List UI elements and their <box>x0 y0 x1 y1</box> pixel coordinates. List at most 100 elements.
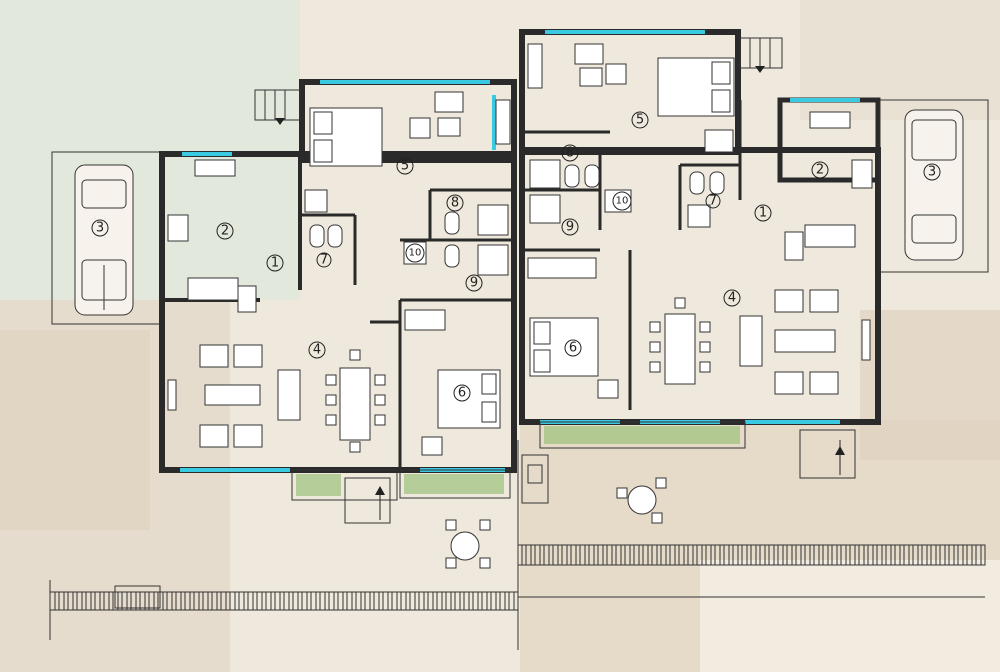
fence-post <box>818 544 824 566</box>
fence-post <box>908 544 914 566</box>
room-label-9-right: 9 <box>561 218 579 236</box>
fence-post <box>450 591 456 611</box>
fence-post <box>261 591 267 611</box>
fence-post <box>162 591 168 611</box>
fence-post <box>962 544 968 566</box>
room-label-1-left: 1 <box>266 254 284 272</box>
fence-post <box>225 591 231 611</box>
right-unit <box>519 29 989 524</box>
entry-stairs-icon <box>254 89 301 125</box>
fence-post <box>171 591 177 611</box>
toilet-icon <box>327 224 343 248</box>
room-label-8-left: 8 <box>446 194 464 212</box>
fence-post <box>396 591 402 611</box>
fence-post <box>360 591 366 611</box>
fence-post <box>342 591 348 611</box>
fence-post <box>764 544 770 566</box>
fence-post <box>252 591 258 611</box>
shower-icon <box>529 194 561 224</box>
fence-post <box>324 591 330 611</box>
dining-table-icon <box>325 349 386 453</box>
fence-post <box>216 591 222 611</box>
fence-post <box>710 544 716 566</box>
svg-text:4: 4 <box>728 291 736 306</box>
svg-text:2: 2 <box>816 163 824 178</box>
fence-post <box>477 591 483 611</box>
fence-post <box>108 591 114 611</box>
fence-post <box>369 591 375 611</box>
fence-post <box>387 591 393 611</box>
fence-post <box>207 591 213 611</box>
fence-post <box>126 591 132 611</box>
fence-post <box>782 544 788 566</box>
fence-post <box>746 544 752 566</box>
fence-post <box>521 544 527 566</box>
fence-post <box>917 544 923 566</box>
svg-text:10: 10 <box>409 248 422 259</box>
svg-text:5: 5 <box>636 113 644 128</box>
fence-post <box>926 544 932 566</box>
fence-post <box>755 544 761 566</box>
svg-text:6: 6 <box>569 341 577 356</box>
fence-post <box>539 544 545 566</box>
fence-post <box>530 544 536 566</box>
entry-stairs-icon <box>739 37 783 73</box>
svg-text:2: 2 <box>221 224 229 239</box>
fence-post <box>405 591 411 611</box>
fence-post <box>656 544 662 566</box>
room-labels: 1 2 3 4 5 6 7 8 9 10 1 2 3 4 5 6 7 8 9 1… <box>91 111 941 402</box>
fence-post <box>198 591 204 611</box>
sink-icon <box>304 189 328 213</box>
fence-post <box>674 544 680 566</box>
fence-post <box>180 591 186 611</box>
fence-post <box>99 591 105 611</box>
fence-posts <box>54 544 986 611</box>
fence-post <box>701 544 707 566</box>
fence-post <box>881 544 887 566</box>
fence-post <box>629 544 635 566</box>
fence-post <box>935 544 941 566</box>
stove-icon <box>851 159 873 189</box>
svg-text:10: 10 <box>616 196 629 207</box>
room-label-2-left: 2 <box>216 222 234 240</box>
bed-icon <box>309 107 383 167</box>
room-label-3-right: 3 <box>923 163 941 181</box>
sofa-set-icon <box>739 289 871 395</box>
fence-post <box>90 591 96 611</box>
fence-post <box>81 591 87 611</box>
fence-post <box>836 544 842 566</box>
svg-text:1: 1 <box>271 256 279 271</box>
room-label-5-left: 5 <box>396 157 414 175</box>
fence-post <box>890 544 896 566</box>
room-label-3-left: 3 <box>91 219 109 237</box>
fence-post <box>414 591 420 611</box>
svg-text:8: 8 <box>451 196 459 211</box>
fence-post <box>306 591 312 611</box>
sofa-set-icon <box>167 344 301 448</box>
outdoor-table-icon <box>445 519 491 569</box>
svg-text:8: 8 <box>566 146 574 161</box>
stove-icon <box>167 214 189 242</box>
fence-post <box>791 544 797 566</box>
fence-post <box>288 591 294 611</box>
fence-post <box>737 544 743 566</box>
toilet-icon <box>564 164 580 188</box>
fence-post <box>297 591 303 611</box>
shower-icon <box>477 204 509 236</box>
room-label-7-left: 7 <box>316 252 332 268</box>
fence-post <box>441 591 447 611</box>
garage-outline <box>879 99 989 273</box>
room-label-6-right: 6 <box>564 339 582 357</box>
room-label-10-right: 10 <box>612 191 632 211</box>
shower-icon <box>529 159 561 189</box>
svg-text:9: 9 <box>566 220 574 235</box>
fence-post <box>899 544 905 566</box>
fence-post <box>845 544 851 566</box>
sink-icon <box>704 129 734 153</box>
fence-post <box>854 544 860 566</box>
fence-post <box>548 544 554 566</box>
outdoor-table-icon <box>616 477 667 524</box>
svg-text:3: 3 <box>928 165 936 180</box>
fence-post <box>117 591 123 611</box>
